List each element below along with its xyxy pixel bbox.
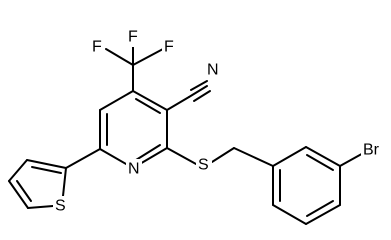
- bond-th-c4-c5: [8, 180, 29, 209]
- thiophene-sulfur-label: S: [55, 198, 66, 215]
- bond-c3-cn: [166, 96, 190, 111]
- chemical-structure-diagram: F F F N N S S Br: [8, 27, 387, 225]
- bond-th-c2-c3: [26, 159, 67, 169]
- bond-c5-c4: [99, 90, 134, 111]
- bond-ph-2-3: [305, 146, 341, 167]
- bond-c-f-left: [105, 48, 134, 66]
- nitrile-nitrogen-label: N: [207, 62, 219, 79]
- bond-th-c3-c4: [8, 159, 28, 182]
- bond-c6-thienyl: [65, 148, 101, 169]
- fluorine-left-label: F: [92, 39, 102, 56]
- bond-s-ch2: [211, 147, 235, 163]
- bond-ch2-aryl: [233, 147, 274, 167]
- bond-cn-triple-3: [193, 90, 211, 102]
- bond-ph-4-5: [305, 204, 341, 225]
- bond-ph-1-2: [272, 146, 307, 167]
- thioether-sulfur-label: S: [198, 157, 209, 174]
- bond-c-f-right: [132, 48, 164, 66]
- pyridine-nitrogen-label: N: [128, 161, 140, 178]
- bond-ph-5-6: [272, 204, 307, 225]
- fluorine-right-label: F: [164, 39, 174, 56]
- bond-cn-triple-1: [190, 80, 208, 91]
- bond-c2-s: [166, 147, 197, 165]
- atom-labels: F F F N N S S Br: [53, 27, 387, 216]
- bond-ph-2-3-inner: [306, 154, 334, 171]
- bond-ph-4-5-inner: [306, 200, 334, 217]
- bromine-label: Br: [363, 142, 380, 159]
- bond-lines: [8, 37, 368, 225]
- bond-cn-triple-2: [188, 85, 208, 98]
- bond-th-c5-s: [27, 205, 54, 209]
- bond-c4-c3-inner: [135, 98, 161, 114]
- bond-c4-c3: [132, 90, 168, 111]
- fluorine-top-label: F: [128, 29, 138, 46]
- bond-th-c4-c5-inner: [16, 180, 32, 202]
- bond-th-c2-c3-inner: [31, 166, 62, 174]
- bond-th-s-c2: [62, 167, 67, 197]
- bond-c2-n1-inner: [135, 144, 161, 161]
